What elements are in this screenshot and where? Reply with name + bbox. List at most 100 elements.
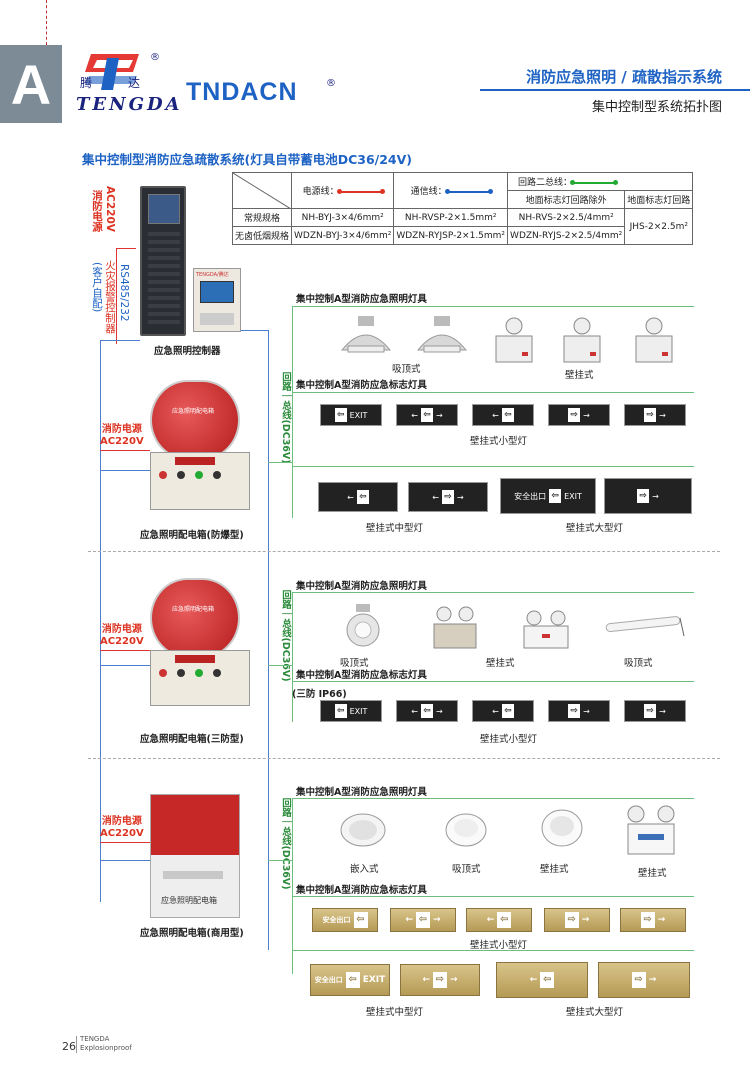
s2-box-front-label: 应急照明配电箱 xyxy=(172,606,215,613)
s2-box-panel xyxy=(150,650,250,706)
section-tab: A xyxy=(0,45,62,123)
arrow-right-icon: → xyxy=(659,410,666,420)
s3-wall-label: 壁挂式 xyxy=(540,864,569,875)
cable-spec-table: 电源线： 通信线： 回路二总线： 地面标志灯回路除外 地面标志灯回路 常规规格 … xyxy=(231,172,694,245)
exit-figure-icon: ⇨ xyxy=(564,912,579,928)
table-row: 无卤低烟规格 WDZN-BYJ-3×4/6mm² WDZN-RYJSP-2×1.… xyxy=(231,226,693,245)
s3-ceiling-label: 吸顶式 xyxy=(452,864,481,875)
arrow-right-icon: → xyxy=(450,975,458,985)
s2-comm-line xyxy=(100,665,150,666)
arrow-right-icon: → xyxy=(583,410,590,420)
s2-loop-link xyxy=(268,665,292,666)
arrow-left-icon: ← xyxy=(492,706,499,716)
fire-alarm-label: 火灾报警控制器 xyxy=(104,260,116,334)
exit-sign-medium: ←⇦ xyxy=(318,482,398,512)
s3-wall2-label: 壁挂式 xyxy=(638,868,667,879)
s3-sign-large-label: 壁挂式大型灯 xyxy=(566,1007,624,1018)
indicator-icon xyxy=(177,669,185,677)
s3-sign-bus xyxy=(292,896,694,897)
comm-line-header: 通信线： xyxy=(393,172,509,209)
s2-box-label: 应急照明配电箱(三防型) xyxy=(140,734,244,745)
s1-sign-small-label: 壁挂式小型灯 xyxy=(470,436,528,447)
tube-lamp-icon xyxy=(605,616,685,637)
cell: WDZN-BYJ-3×4/6mm² xyxy=(291,226,395,245)
exit-figure-icon: ⇦ xyxy=(501,408,514,422)
exit-figure-icon: ⇦ xyxy=(356,490,369,504)
power-feed-line xyxy=(116,248,117,344)
arrow-right-icon: → xyxy=(436,706,443,716)
loop-backbone-line xyxy=(241,330,268,331)
section-divider xyxy=(88,551,720,552)
arrow-right-icon: → xyxy=(659,706,666,716)
exit-figure-icon: ⇨ xyxy=(433,972,447,988)
exit-figure-icon: ⇦ xyxy=(345,972,360,988)
s2-sign-bus xyxy=(292,681,694,682)
indicator-icon xyxy=(195,669,203,677)
s2-wall-label: 壁挂式 xyxy=(486,658,515,669)
arrow-right-icon: → xyxy=(581,915,590,925)
cell: NH-RVS-2×2.5/4mm² xyxy=(507,208,626,227)
s1-sign-medium-label: 壁挂式中型灯 xyxy=(366,523,424,534)
page-number: 26 xyxy=(62,1040,76,1053)
cabinet-vents xyxy=(148,232,180,328)
exit-sign-large: ⇨→ xyxy=(604,478,692,514)
table-row: 常规规格 NH-BYJ-3×4/6mm² NH-RVSP-2×1.5mm² NH… xyxy=(231,208,694,245)
logo-wordmark: TENGDA xyxy=(76,94,183,115)
s1-comm-line xyxy=(100,470,150,471)
exit-sign-medium: ←⇨→ xyxy=(408,482,488,512)
exit-sign-small: ⇨→ xyxy=(548,700,610,722)
s3-box-front-label: 应急照明配电箱 xyxy=(161,896,217,905)
s1-box-nameplate xyxy=(175,457,215,465)
exit-sign-small: ⇨→ xyxy=(548,404,610,426)
s3-box-logo xyxy=(163,871,223,879)
page-title: 消防应急照明 / 疏散指示系统 xyxy=(526,68,722,86)
exit-figure-icon: ⇨ xyxy=(637,489,650,503)
exit-figure-icon: ⇨ xyxy=(644,704,657,718)
cabinet-screen xyxy=(148,194,180,224)
exit-sign-gold-small: ←⇦→ xyxy=(390,908,456,932)
arrow-left-icon: ← xyxy=(529,975,538,985)
dot-icon xyxy=(444,189,450,194)
ac220v-label: AC220V xyxy=(104,186,116,232)
exit-figure-icon: ⇨ xyxy=(568,408,581,422)
exit-figure-icon: ⇨ xyxy=(631,972,646,988)
arrow-right-icon: → xyxy=(657,915,666,925)
s2-lamp-bus xyxy=(292,592,694,593)
s3-loop-label: 回路｜总线(DC36V) xyxy=(280,798,291,890)
exit-sign-small: ⇨→ xyxy=(624,404,686,426)
cell: NH-RVSP-2×1.5mm² xyxy=(393,208,509,227)
s3-sign-title: 集中控制A型消防应急标志灯具 xyxy=(296,885,427,896)
brand-wordmark: TNDACN xyxy=(186,78,298,106)
row-label: 常规规格 xyxy=(231,208,293,227)
s1-loop-line xyxy=(292,306,293,518)
exit-sign-gold-medium: 安全出口⇦EXIT xyxy=(310,964,390,996)
title-rule xyxy=(480,89,750,91)
exit-figure-icon: ⇦ xyxy=(353,912,368,928)
s3-distribution-box: 应急照明配电箱 xyxy=(150,794,240,918)
s1-distribution-box: 应急照明配电箱 xyxy=(150,380,252,516)
s3-embedded-label: 嵌入式 xyxy=(350,864,379,875)
ceiling-lamp-icon xyxy=(416,316,468,353)
s1-ceiling-label: 吸顶式 xyxy=(392,364,421,375)
s1-lamp-title: 集中控制A型消防应急照明灯具 xyxy=(296,294,427,305)
exit-figure-icon: ⇦ xyxy=(501,704,514,718)
brand-registered-mark: ® xyxy=(326,78,336,89)
exit-sign-small: ←⇦→ xyxy=(396,404,458,426)
twin-head-wall-lamp-icon xyxy=(433,606,477,649)
header-guide-line xyxy=(46,0,47,45)
s1-sign-title: 集中控制A型消防应急标志灯具 xyxy=(296,380,427,391)
arrow-left-icon: ← xyxy=(411,706,418,716)
s2-lamp-title: 集中控制A型消防应急照明灯具 xyxy=(296,581,427,592)
s3-sign-medium-label: 壁挂式中型灯 xyxy=(366,1007,424,1018)
panel-brand: TENGDA/腾达 xyxy=(196,272,229,278)
power-feed-line xyxy=(116,248,136,249)
logo-cn-right: 达 xyxy=(128,76,141,90)
arrow-left-icon: ← xyxy=(405,915,413,925)
s1-sign-bus xyxy=(292,392,694,393)
cell: NH-BYJ-3×4/6mm² xyxy=(291,208,395,227)
panel-keys xyxy=(200,313,234,325)
table-row: 地面标志灯回路除外 地面标志灯回路 xyxy=(233,190,694,209)
loop-backbone-line xyxy=(268,330,269,950)
s1-loop-label: 回路｜总线(DC36V) xyxy=(280,372,291,464)
power-line-icon xyxy=(339,190,382,193)
